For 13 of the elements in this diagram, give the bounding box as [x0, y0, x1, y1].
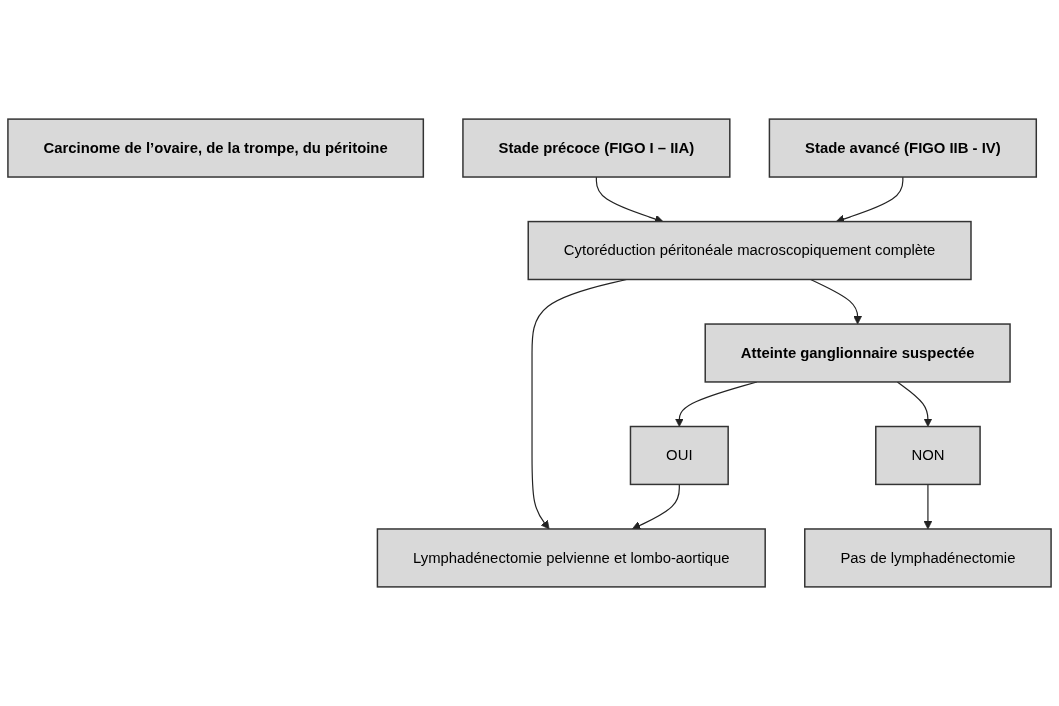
node-box: Pas de lymphadénectomie [804, 528, 1052, 588]
node-box: Cytoréduction péritonéale macroscopiquement complète [527, 220, 972, 281]
arrow [896, 381, 933, 427]
arrow [810, 278, 862, 325]
node-box: NON [875, 425, 981, 486]
node-box: Stade précoce (FIGO I – IIA) [462, 118, 731, 178]
arrow [923, 483, 933, 530]
arrow [631, 483, 680, 530]
node-box: Lymphadénectomie pelvienne et lombo-aortique [376, 528, 766, 588]
node-box: Stade avancé (FIGO IIB - IV) [768, 118, 1038, 178]
node-box: Atteinte ganglionnaire suspectée [704, 323, 1011, 383]
node-box: OUI [629, 425, 729, 486]
node-box: Carcinome de l’ovaire, de la trompe, du péritoine [7, 118, 425, 178]
